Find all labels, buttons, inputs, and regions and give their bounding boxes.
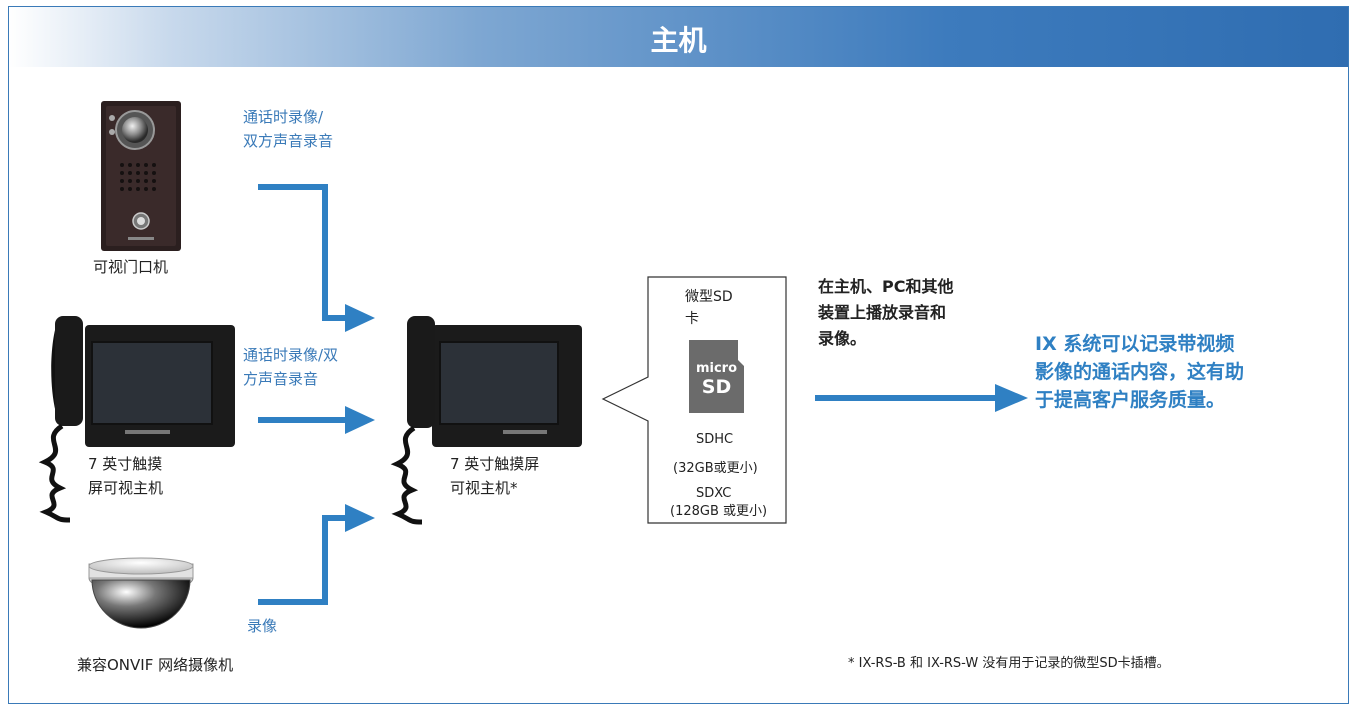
sdxc-limit: (128GB 或更小) <box>670 504 768 519</box>
flow-label-door: 通话时录像/ 双方声音录音 <box>243 108 334 150</box>
arrowhead-master <box>345 406 375 434</box>
flow-label-camera: 录像 <box>247 617 278 635</box>
arrow-door-to-master <box>258 184 350 321</box>
master-station-left-label: 7 英寸触摸 屏可视主机 <box>88 455 164 497</box>
micro-sd-icon-text: micro SD <box>695 361 738 399</box>
door-station-icon <box>101 101 181 251</box>
sdhc-limit: (32GB或更小) <box>673 461 758 476</box>
sd-title: 微型SD 卡 <box>685 289 733 327</box>
master-station-center-icon <box>390 316 582 525</box>
header-bar: 主机 <box>9 7 1348 67</box>
camera-label: 兼容ONVIF 网络摄像机 <box>77 656 234 674</box>
flow-label-master: 通话时录像/双 方声音录音 <box>243 346 339 388</box>
master-station-center-label: 7 英寸触摸屏 可视主机* <box>450 455 540 497</box>
arrow-camera-to-master <box>258 515 350 605</box>
arrowhead-door <box>345 304 375 332</box>
footnote: * IX-RS-B 和 IX-RS-W 没有用于记录的微型SD卡插槽。 <box>848 656 1170 671</box>
arrowhead-camera <box>345 504 375 532</box>
sdhc-label: SDHC <box>696 432 734 447</box>
door-station-label: 可视门口机 <box>93 258 169 276</box>
arrowhead-playback <box>995 384 1028 412</box>
benefit-text: IX 系统可以记录带视频 影像的通话内容，这有助 于提高客户服务质量。 <box>1035 333 1245 411</box>
sdxc-label: SDXC <box>696 486 732 501</box>
page-title: 主机 <box>650 24 707 57</box>
master-station-left-icon <box>38 316 235 523</box>
playback-text: 在主机、PC和其他 装置上播放录音和 录像。 <box>818 277 954 348</box>
camera-icon <box>88 557 194 629</box>
flow-arrows <box>258 184 1000 605</box>
micro-sd-icon <box>689 340 744 413</box>
